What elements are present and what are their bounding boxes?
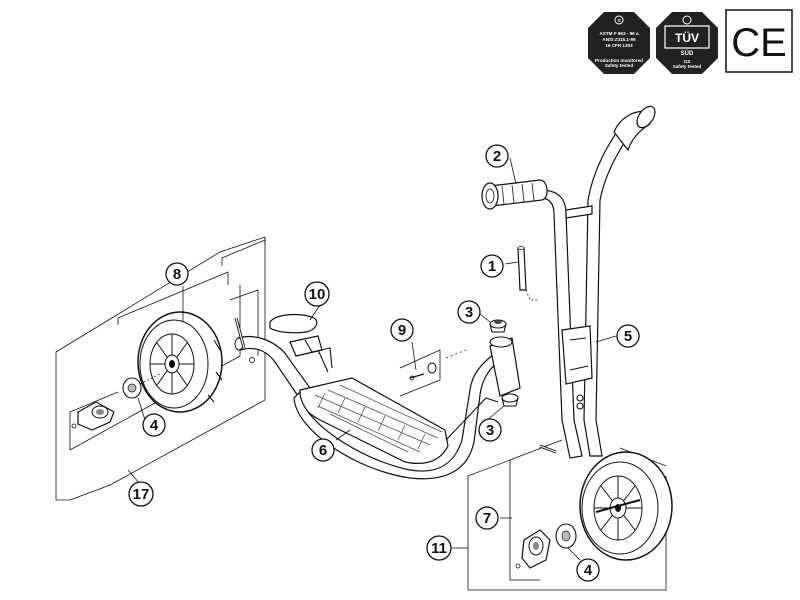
rear-wheel xyxy=(137,311,223,413)
svg-text:5: 5 xyxy=(624,328,632,345)
handlebar-fork-part-5 xyxy=(539,123,633,459)
ce-mark: CE xyxy=(731,21,787,65)
svg-text:2: 2 xyxy=(493,148,501,165)
svg-text:11: 11 xyxy=(431,540,447,557)
tuv-certification-badge: TÜV SÜD GS Safety tested xyxy=(656,12,718,74)
bolt-part-9 xyxy=(399,349,467,397)
tuv-footer-2: Safety tested xyxy=(673,64,702,69)
callout-4b: 4 xyxy=(576,558,600,582)
astm-line-2: ANSI Z315.1-96 xyxy=(602,37,636,42)
rear-hubcap-part-4 xyxy=(122,377,142,399)
grip-part-2 xyxy=(481,179,548,210)
svg-text:9: 9 xyxy=(398,322,406,339)
frame-part-6 xyxy=(234,313,521,480)
callout-11: 11 xyxy=(426,535,452,561)
svg-text:4: 4 xyxy=(150,417,159,434)
bearing-cup-bottom xyxy=(501,393,519,407)
bearing-cup-top xyxy=(489,319,507,333)
callout-3b: 3 xyxy=(478,418,502,442)
seat-bolt xyxy=(234,317,255,363)
astm-certification-badge: S ASTM F 963 - 96 a ANSI Z315.1-96 16 CF… xyxy=(588,12,650,74)
rear-axle-bracket xyxy=(71,401,115,431)
astm-footer-2: Safety tested xyxy=(605,63,634,68)
svg-text:3: 3 xyxy=(465,304,473,321)
front-axle-bracket xyxy=(515,529,551,569)
grip-right xyxy=(613,105,656,152)
callout-17: 17 xyxy=(128,481,154,507)
front-wheel xyxy=(579,451,673,561)
svg-text:6: 6 xyxy=(319,442,327,459)
ce-mark-badge: CE xyxy=(725,9,793,73)
svg-text:10: 10 xyxy=(309,286,326,303)
tuv-footer-1: GS xyxy=(684,59,691,64)
callout-1: 1 xyxy=(480,254,504,278)
svg-text:3: 3 xyxy=(486,422,494,439)
callout-10: 10 xyxy=(304,281,330,307)
callout-3a: 3 xyxy=(457,300,481,324)
front-axle-bolt xyxy=(539,444,557,454)
svg-text:4: 4 xyxy=(584,562,593,579)
callout-2: 2 xyxy=(485,144,509,168)
astm-s-icon: S xyxy=(617,18,620,23)
callout-9: 9 xyxy=(390,318,414,342)
svg-text:1: 1 xyxy=(488,258,496,275)
astm-line-1: ASTM F 963 - 96 a xyxy=(599,31,639,36)
callout-6: 6 xyxy=(311,438,335,462)
pin-part-1 xyxy=(517,246,538,301)
svg-text:17: 17 xyxy=(133,486,150,503)
assembly-8-outline xyxy=(69,271,259,451)
svg-text:8: 8 xyxy=(173,266,181,283)
callout-5: 5 xyxy=(616,324,640,348)
callout-4a: 4 xyxy=(142,413,166,437)
callout-7: 7 xyxy=(475,506,499,530)
astm-footer-1: Production monitored xyxy=(595,58,643,63)
front-hubcap-part-4 xyxy=(555,523,577,549)
astm-line-3: 16 CFR 1303 xyxy=(605,43,633,48)
callout-8: 8 xyxy=(165,262,189,286)
tuv-sub: SÜD xyxy=(681,50,694,57)
svg-text:7: 7 xyxy=(483,510,491,527)
tuv-mark: TÜV xyxy=(675,30,699,45)
